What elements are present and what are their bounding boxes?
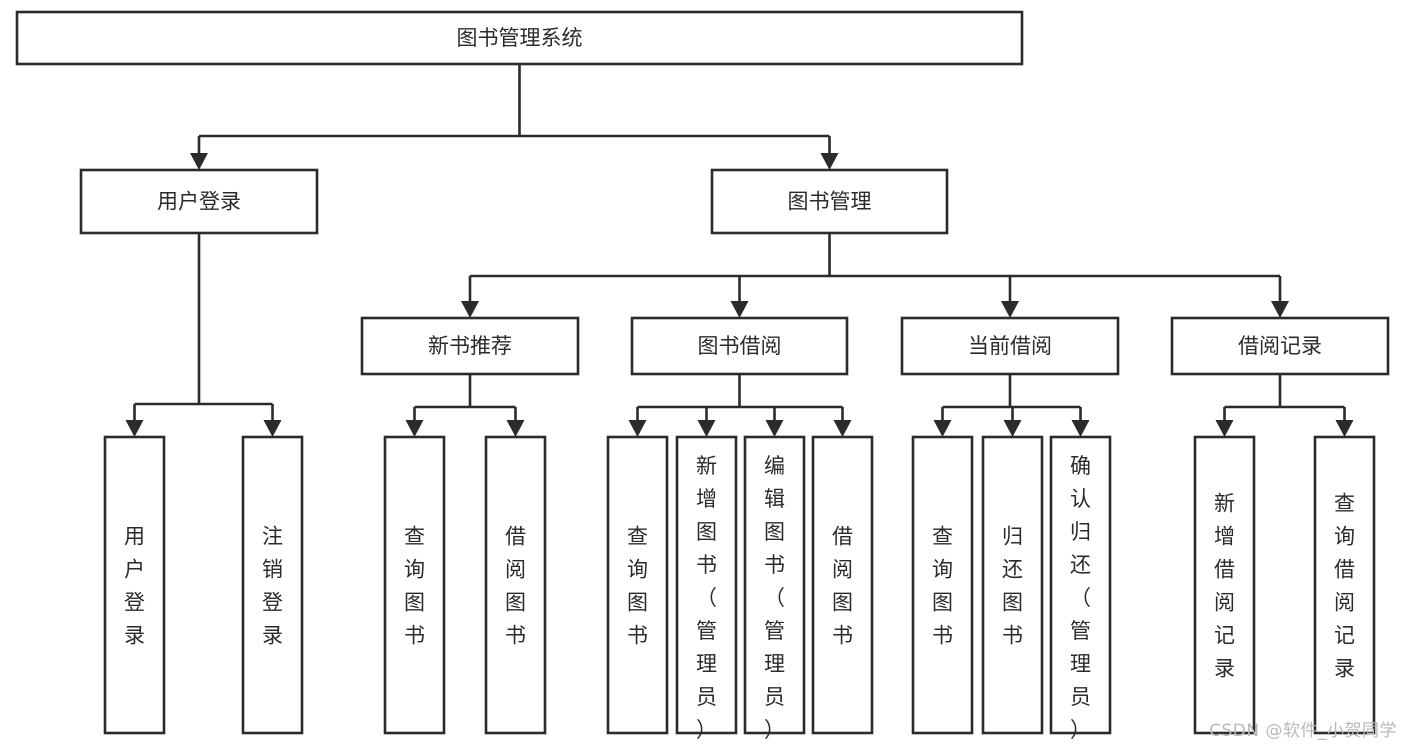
node-label-leaf-logout: 注销登录 xyxy=(262,525,283,648)
node-box-borrow-record[interactable] xyxy=(1170,316,1390,376)
node-label-leaf-query-book-3: 查询图书 xyxy=(932,525,953,648)
node-box-leaf-borrow-book-2[interactable] xyxy=(811,435,874,735)
node-leaf-borrow-book-1[interactable]: 借阅图书 xyxy=(484,435,547,735)
node-box-leaf-borrow-book-1[interactable] xyxy=(484,435,547,735)
node-leaf-borrow-book-2[interactable]: 借阅图书 xyxy=(811,435,874,735)
node-leaf-logout[interactable]: 注销登录 xyxy=(241,435,304,735)
node-leaf-add-record[interactable]: 新增借阅记录 xyxy=(1193,435,1256,735)
node-label-book-management: 图书管理 xyxy=(788,190,872,214)
node-box-leaf-query-book-1[interactable] xyxy=(383,435,446,735)
node-leaf-return-book[interactable]: 归还图书 xyxy=(981,435,1044,735)
node-box-leaf-query-record[interactable] xyxy=(1313,435,1376,735)
node-label-leaf-query-book-2: 查询图书 xyxy=(627,525,648,648)
node-box-leaf-confirm-return[interactable] xyxy=(1049,435,1112,735)
arrow-head-book-management-3 xyxy=(1271,301,1289,318)
arrow-head-book-management-1 xyxy=(730,301,749,318)
arrow-head-new-book-recommend-1 xyxy=(506,420,525,437)
node-box-leaf-return-book[interactable] xyxy=(981,435,1044,735)
arrow-head-book-management-2 xyxy=(1001,301,1019,318)
arrow-head-current-borrow-0 xyxy=(933,420,952,437)
node-leaf-query-record[interactable]: 查询借阅记录 xyxy=(1313,435,1376,735)
node-label-new-book-recommend: 新书推荐 xyxy=(428,334,512,358)
node-label-leaf-borrow-book-1: 借阅图书 xyxy=(505,525,526,648)
arrow-head-book-management-0 xyxy=(461,301,479,318)
node-leaf-query-book-3[interactable]: 查询图书 xyxy=(911,435,974,735)
node-box-leaf-edit-book[interactable] xyxy=(743,435,806,735)
arrow-head-user-login-1 xyxy=(263,420,282,437)
connectors-layer xyxy=(125,64,1354,437)
node-label-leaf-add-record: 新增借阅记录 xyxy=(1214,492,1235,681)
boxes-layer: 图书管理系统用户登录图书管理新书推荐图书借阅当前借阅借阅记录用户登录注销登录查询… xyxy=(15,10,1390,742)
arrow-head-borrow-record-1 xyxy=(1335,420,1354,437)
node-label-leaf-edit-book: 编辑图书（管理员） xyxy=(764,454,785,742)
node-box-book-management[interactable] xyxy=(710,168,949,235)
arrow-head-book-borrow-2 xyxy=(765,420,784,437)
node-box-new-book-recommend[interactable] xyxy=(360,316,580,376)
node-current-borrow[interactable]: 当前借阅 xyxy=(900,316,1120,376)
node-label-current-borrow: 当前借阅 xyxy=(968,334,1052,358)
node-new-book-recommend[interactable]: 新书推荐 xyxy=(360,316,580,376)
node-box-user-login[interactable] xyxy=(79,168,319,235)
node-user-login[interactable]: 用户登录 xyxy=(79,168,319,235)
node-book-management[interactable]: 图书管理 xyxy=(710,168,949,235)
node-leaf-edit-book[interactable]: 编辑图书（管理员） xyxy=(743,435,806,742)
node-label-root: 图书管理系统 xyxy=(457,26,583,50)
node-leaf-query-book-1[interactable]: 查询图书 xyxy=(383,435,446,735)
node-label-leaf-return-book: 归还图书 xyxy=(1002,525,1023,648)
node-label-leaf-borrow-book-2: 借阅图书 xyxy=(832,525,853,648)
node-box-leaf-user-login[interactable] xyxy=(103,435,166,735)
node-box-leaf-add-book[interactable] xyxy=(675,435,738,735)
arrow-head-root-0 xyxy=(190,153,208,170)
arrow-head-book-borrow-3 xyxy=(833,420,852,437)
node-leaf-confirm-return[interactable]: 确认归还（管理员） xyxy=(1049,435,1112,742)
node-label-leaf-add-book: 新增图书（管理员） xyxy=(696,454,717,742)
node-root[interactable]: 图书管理系统 xyxy=(15,10,1024,66)
arrow-head-borrow-record-0 xyxy=(1215,420,1234,437)
arrow-head-current-borrow-2 xyxy=(1071,420,1090,437)
node-box-root[interactable] xyxy=(15,10,1024,66)
node-label-book-borrow: 图书借阅 xyxy=(698,334,782,358)
node-box-current-borrow[interactable] xyxy=(900,316,1120,376)
node-label-leaf-query-record: 查询借阅记录 xyxy=(1334,492,1355,681)
node-label-user-login: 用户登录 xyxy=(157,190,241,214)
node-box-leaf-query-book-2[interactable] xyxy=(606,435,669,735)
node-leaf-user-login[interactable]: 用户登录 xyxy=(103,435,166,735)
node-box-leaf-add-record[interactable] xyxy=(1193,435,1256,735)
arrow-head-new-book-recommend-0 xyxy=(405,420,424,437)
arrow-head-book-borrow-1 xyxy=(697,420,716,437)
node-label-leaf-confirm-return: 确认归还（管理员） xyxy=(1070,454,1091,742)
node-leaf-query-book-2[interactable]: 查询图书 xyxy=(606,435,669,735)
arrow-head-root-1 xyxy=(820,153,839,170)
node-leaf-add-book[interactable]: 新增图书（管理员） xyxy=(675,435,738,742)
node-box-book-borrow[interactable] xyxy=(630,316,849,376)
node-label-leaf-user-login: 用户登录 xyxy=(124,525,145,648)
node-borrow-record[interactable]: 借阅记录 xyxy=(1170,316,1390,376)
node-box-leaf-query-book-3[interactable] xyxy=(911,435,974,735)
node-book-borrow[interactable]: 图书借阅 xyxy=(630,316,849,376)
arrow-head-user-login-0 xyxy=(125,420,144,437)
node-label-leaf-query-book-1: 查询图书 xyxy=(404,525,425,648)
arrow-head-book-borrow-0 xyxy=(628,420,647,437)
node-label-borrow-record: 借阅记录 xyxy=(1238,334,1322,358)
arrow-head-current-borrow-1 xyxy=(1003,420,1022,437)
node-box-leaf-logout[interactable] xyxy=(241,435,304,735)
